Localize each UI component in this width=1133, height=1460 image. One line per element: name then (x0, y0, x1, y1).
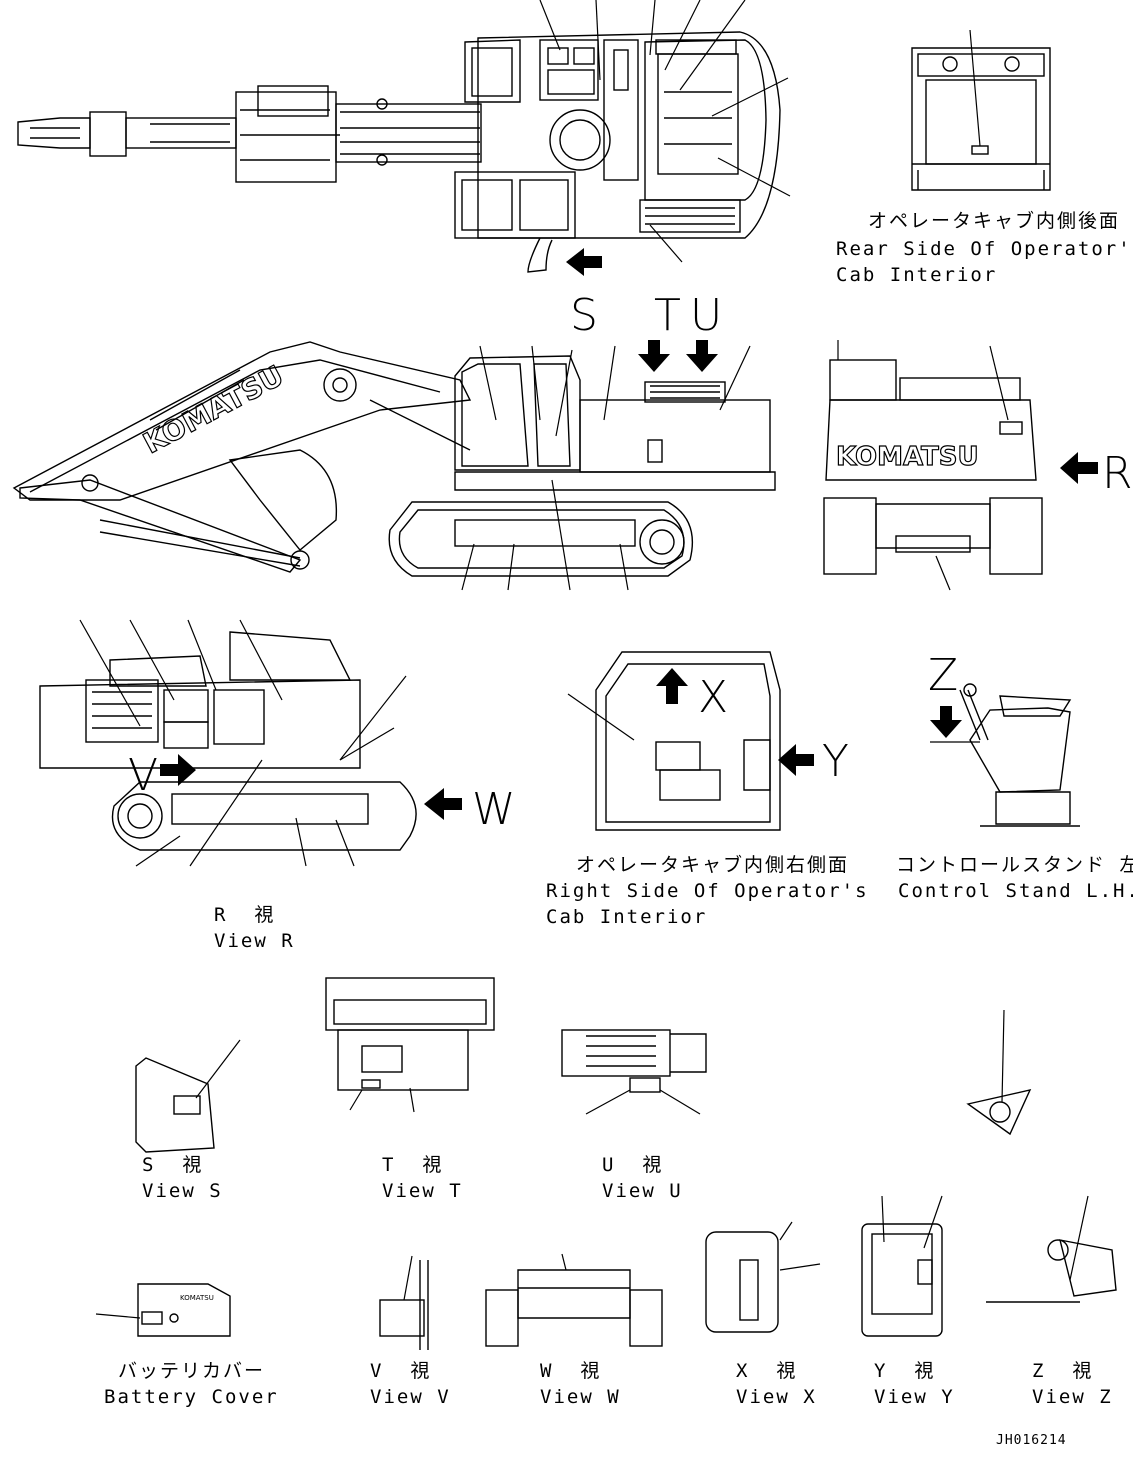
view-t-caption-en: View T (382, 1180, 463, 1202)
control-stand-lh-view (930, 683, 1080, 827)
rear-cab-interior-view (911, 29, 1051, 191)
view-t-detail (325, 977, 495, 1113)
marker-x: X (698, 672, 729, 723)
view-x-detail (705, 1221, 821, 1333)
main-side-view (12, 340, 776, 591)
battery-cover-detail (95, 1283, 231, 1337)
view-s-caption-jp: S 視 (142, 1154, 204, 1176)
view-t-caption-jp: T 視 (382, 1154, 444, 1176)
view-w-detail (485, 1253, 663, 1347)
battery-cover-caption-en: Battery Cover (104, 1386, 279, 1408)
right-cab-caption-en2: Cab Interior (546, 906, 708, 928)
marker-r: R (1102, 448, 1133, 499)
view-v-detail (379, 1255, 429, 1350)
view-r-caption-en: View R (214, 930, 295, 952)
marker-u: U (690, 290, 723, 341)
rear-cab-caption-en2: Cab Interior (836, 264, 998, 286)
view-r-caption-jp: R 視 (214, 904, 276, 926)
view-u-detail (561, 1029, 707, 1115)
right-side-view (39, 619, 462, 867)
view-w-caption-jp: W 視 (540, 1360, 602, 1382)
rear-brand-decal: KOMATSU (836, 442, 979, 472)
battery-cover-caption-jp: バッテリカバー (118, 1360, 266, 1382)
drawing-number: JH016214 (996, 1433, 1067, 1448)
view-z-caption-en: View Z (1032, 1386, 1113, 1408)
rear-view-r (823, 340, 1098, 591)
view-u-caption-jp: U 視 (602, 1154, 664, 1176)
view-x-caption-en: View X (736, 1386, 817, 1408)
view-u-caption-en: View U (602, 1180, 683, 1202)
view-v-caption-en: View V (370, 1386, 451, 1408)
triangle-decal-detail (966, 1009, 1032, 1136)
right-cab-interior-view (567, 651, 814, 831)
view-s-detail (135, 1039, 241, 1153)
rear-cab-caption-en1: Rear Side Of Operator's (836, 238, 1133, 260)
rear-cab-caption-jp: オペレータキャブ内側後面 (868, 210, 1121, 232)
view-z-detail (986, 1195, 1117, 1303)
view-s-caption-en: View S (142, 1180, 223, 1202)
battery-brand-decal: KOMATSU (180, 1294, 214, 1302)
view-v-caption-jp: V 視 (370, 1360, 432, 1382)
top-plan-view (17, 0, 791, 276)
view-y-caption-jp: Y 視 (874, 1360, 936, 1382)
marker-w: W (472, 784, 516, 835)
view-z-caption-jp: Z 視 (1032, 1360, 1094, 1382)
view-x-caption-jp: X 視 (736, 1360, 798, 1382)
marker-s: S (570, 290, 598, 341)
view-y-detail (861, 1195, 943, 1337)
view-w-caption-en: View W (540, 1386, 621, 1408)
right-cab-caption-en1: Right Side Of Operator's (546, 880, 869, 902)
marker-v: V (128, 750, 159, 801)
control-stand-caption-jp: コントロールスタンド 左 (896, 854, 1133, 876)
marker-t: T (654, 290, 681, 341)
marker-z: Z (928, 650, 959, 701)
view-y-caption-en: View Y (874, 1386, 955, 1408)
right-cab-caption-jp: オペレータキャブ内側右側面 (576, 854, 850, 876)
control-stand-caption-en: Control Stand L.H. (898, 880, 1133, 902)
marker-y: Y (822, 736, 849, 787)
